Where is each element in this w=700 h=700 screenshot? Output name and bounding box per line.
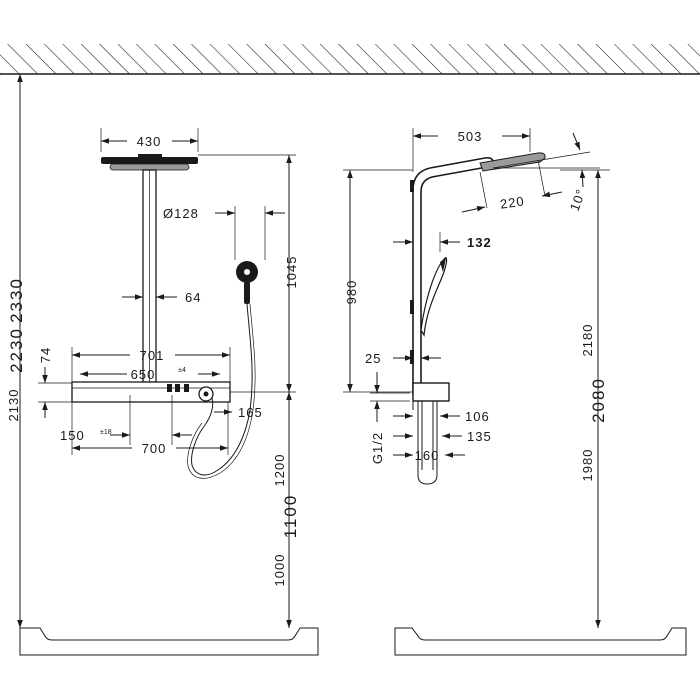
- side-thermostat: [412, 382, 450, 485]
- label-132: 132: [467, 235, 492, 250]
- side-floor-tray: [394, 627, 687, 656]
- label-1100: 1100: [281, 494, 300, 539]
- dim-135: 135: [393, 429, 492, 444]
- thread-label: G1/2: [370, 432, 385, 464]
- label-10deg: 10°: [567, 187, 589, 213]
- hand-shower: [187, 261, 258, 479]
- dim-1000: 1000: [272, 554, 287, 587]
- side-overhead-head: [479, 152, 546, 172]
- label-1000: 1000: [272, 554, 287, 587]
- label-135: 135: [467, 429, 492, 444]
- label-980: 980: [344, 280, 359, 305]
- dim-2330: 2330: [7, 74, 26, 628]
- label-25: 25: [365, 351, 381, 366]
- label-650: 650: [131, 367, 156, 382]
- dim-650: 650 ±4: [80, 367, 220, 382]
- overhead-shower-head: [101, 154, 198, 171]
- label-1200: 1200: [272, 454, 287, 487]
- label-g12: G1/2: [370, 432, 385, 464]
- dim-1045: 1045: [198, 154, 299, 393]
- dim-2130: 2130: [6, 389, 21, 422]
- label-150: 150: [60, 428, 85, 443]
- dim-132: 132: [393, 232, 492, 252]
- label-106: 106: [465, 409, 490, 424]
- ceiling: [0, 44, 700, 75]
- dim-column-width: 64: [122, 290, 201, 305]
- dim-2230: 2230: [7, 327, 26, 373]
- label-d128: Ø128: [163, 206, 199, 221]
- label-2230: 2230: [7, 327, 26, 373]
- dim-74: 74: [38, 347, 72, 418]
- front-floor-tray: [19, 627, 319, 656]
- dim-side-heights: 2180 2080 1980: [560, 169, 610, 628]
- label-2080: 2080: [589, 377, 608, 423]
- label-1980: 1980: [580, 449, 595, 482]
- label-2180: 2180: [580, 324, 595, 357]
- label-650-tolerance: ±4: [178, 367, 186, 374]
- label-700: 700: [142, 441, 167, 456]
- dim-angle: 10°: [492, 132, 600, 213]
- label-430: 430: [137, 134, 162, 149]
- dim-106: 106: [393, 409, 490, 424]
- label-165: 165: [238, 405, 263, 420]
- label-74: 74: [38, 347, 53, 363]
- dim-1100: 1100: [281, 494, 300, 539]
- dim-hand-diameter: Ø128: [163, 206, 285, 260]
- dim-1200: 1200: [272, 392, 292, 628]
- dim-700: 700: [71, 402, 229, 456]
- front-view: 430 Ø128 64 1045 701: [6, 74, 300, 628]
- dim-503: 503: [412, 128, 531, 172]
- thermostat-shelf: [71, 381, 231, 403]
- label-2130: 2130: [6, 389, 21, 422]
- label-503: 503: [458, 129, 483, 144]
- label-160: 160: [415, 448, 440, 463]
- side-column: [410, 157, 494, 395]
- label-220: 220: [499, 193, 526, 211]
- dim-head-width: 430: [100, 128, 199, 152]
- dim-165: 165: [214, 405, 263, 420]
- side-view: 503 220 10° 132: [343, 128, 610, 628]
- label-150-tolerance: ±18: [100, 429, 112, 436]
- side-hand-shower: [420, 257, 448, 337]
- label-2330: 2330: [7, 277, 26, 323]
- dim-25: 25: [365, 351, 441, 366]
- label-1045: 1045: [284, 256, 299, 289]
- label-701: 701: [140, 348, 165, 363]
- dim-shelf-side: [370, 372, 410, 422]
- dim-220: 220: [461, 159, 563, 213]
- dim-701: 701: [71, 347, 231, 382]
- label-64: 64: [185, 290, 201, 305]
- dim-160: 160: [393, 448, 465, 463]
